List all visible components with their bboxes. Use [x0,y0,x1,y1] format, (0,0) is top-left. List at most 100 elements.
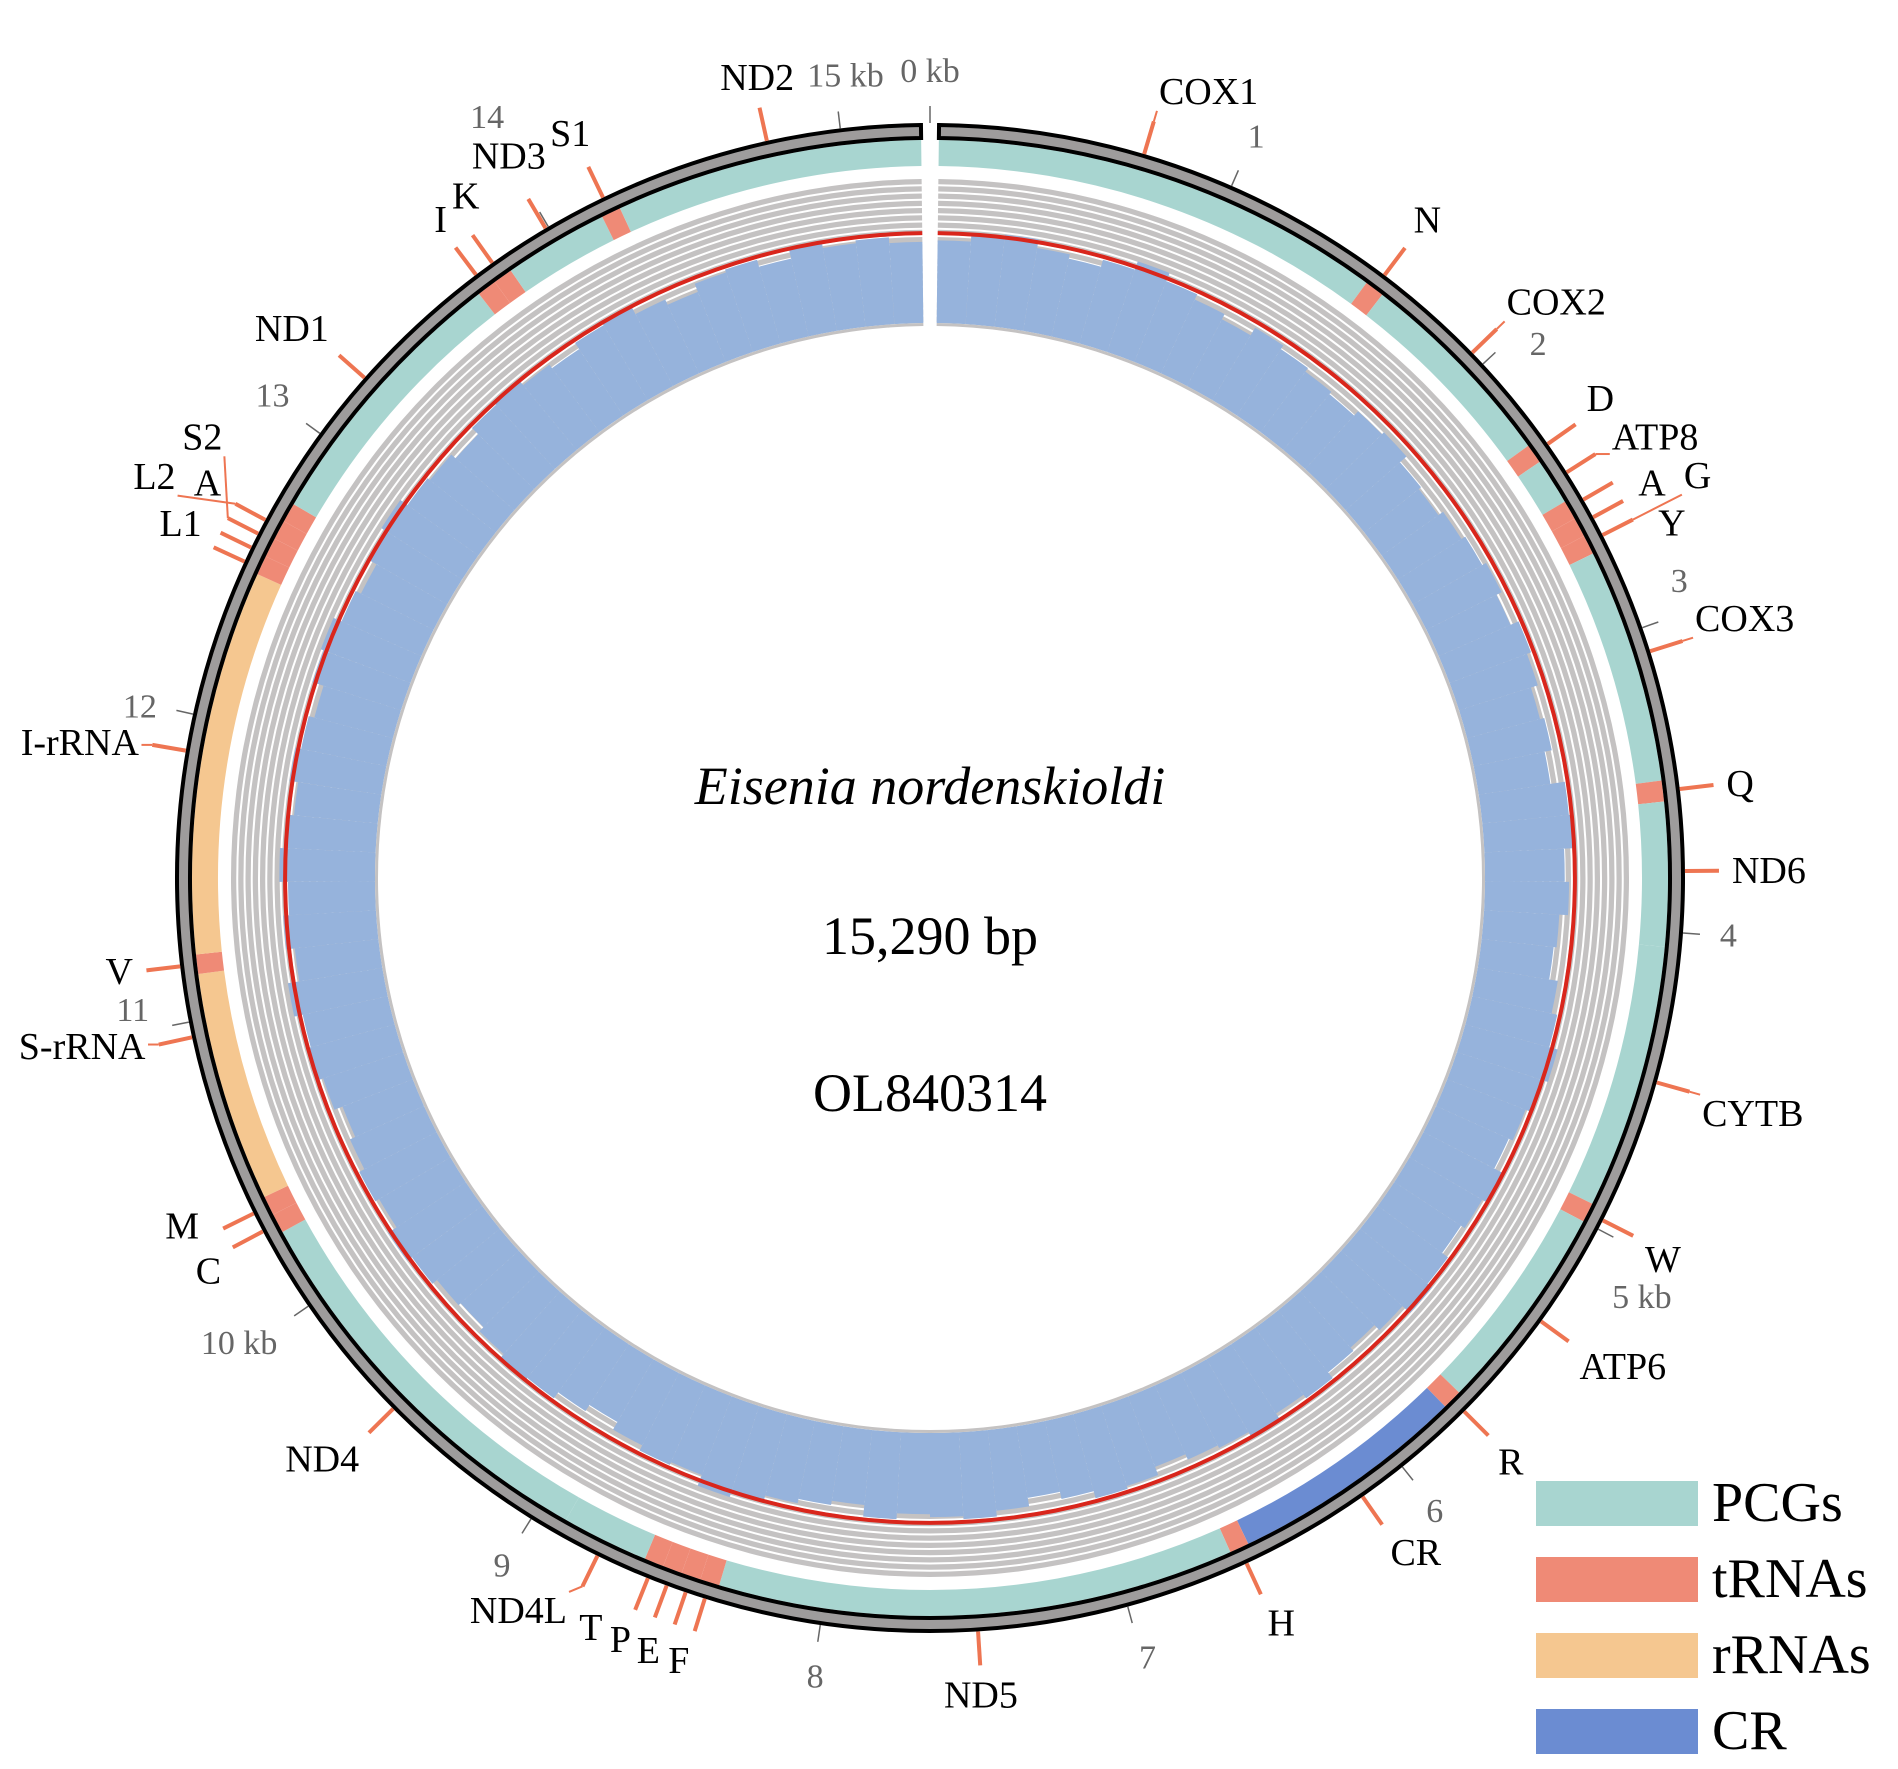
scale-tick-label: 12 [123,688,157,725]
gene-label-d-tick [1548,424,1576,444]
gene-label-q: Q [1726,763,1753,805]
legend-label: PCGs [1712,1475,1843,1531]
scale-tick [1683,933,1700,934]
gene-label-atp8-tick [1567,454,1596,472]
gene-label-cytb-leader [1690,1092,1701,1095]
gene-label-l1: L1 [159,503,201,545]
gene-label-f-tick [695,1599,705,1631]
gene-label-nd6: ND6 [1732,850,1806,892]
legend-item-cr: CR [1536,1693,1871,1769]
gene-label-w: W [1645,1239,1681,1281]
gene-label-cr-tick [1363,1497,1382,1525]
gene-label-f: F [668,1640,689,1682]
gc-bar [897,1432,930,1514]
gene-label-s2: S2 [182,417,222,459]
scale-tick [294,1306,308,1316]
gene-label-k: K [452,175,480,217]
gene-label-t: T [579,1607,602,1649]
gene-label-i: I [434,199,447,241]
gc-bar [937,240,971,324]
scale-tick [1128,1607,1132,1623]
gene-label-nd1: ND1 [255,308,329,350]
gene-label-nd3: ND3 [472,135,546,177]
gene-label-nd5-tick [978,1631,980,1665]
gene-label-q-tick [1680,785,1714,789]
gene-label-nd3-tick [528,199,545,228]
scale-tick [838,111,840,128]
scale-tick [818,1625,820,1642]
legend-swatch-cr [1536,1709,1698,1754]
gene-label-e: E [637,1630,660,1672]
gc-grid-ring [253,201,1608,1555]
gene-block-nd6 [1638,802,1668,947]
scale-tick-label: 5 kb [1612,1279,1672,1316]
gene-label-m-tick [223,1213,253,1228]
gc-bar [889,242,923,324]
gene-label-cox1: COX1 [1159,71,1258,113]
gene-label-nd2: ND2 [720,57,794,99]
gene-label-cox2: COX2 [1507,282,1606,324]
legend-label: tRNAs [1712,1551,1868,1607]
scale-tick-label: 1 [1248,119,1265,156]
scale-tick-label: 3 [1671,563,1688,600]
gc-bar [1484,849,1564,882]
gene-label-nd4l: ND4L [470,1590,567,1632]
genome-length: 15,290 bp [822,905,1038,967]
gene-label-cox3-leader [1683,638,1693,641]
gene-label-l1-tick [214,547,245,561]
gene-label-n: N [1414,199,1441,241]
gene-label-p-tick [655,1586,667,1618]
gene-label-cytb-tick [1657,1083,1690,1092]
gene-label-l2: L2 [133,456,175,498]
gene-label-atp6: ATP6 [1580,1346,1667,1388]
gene-label-nd4: ND4 [285,1439,359,1481]
gene-label-h: H [1267,1602,1294,1644]
gene-label-nd5: ND5 [944,1675,1018,1717]
gene-label-y-tick [1593,501,1623,517]
gene-label-nd1-tick [339,355,364,378]
legend-label: CR [1712,1703,1787,1759]
scale-tick-label: 11 [116,992,149,1029]
gene-block-v [196,952,224,974]
gene-label-cox3: COX3 [1695,598,1794,640]
gene-label-s-rrna-tick [159,1037,192,1044]
gene-label-g-tick [1603,520,1633,535]
legend-swatch-rrnas [1536,1633,1698,1678]
gc-bar [279,848,375,882]
gene-block-q [1636,780,1664,804]
gc-grid-ring [231,179,1629,1577]
gene-label-p: P [610,1619,631,1661]
gene-label-cytb: CYTB [1702,1093,1803,1135]
gene-label-r-tick [1464,1411,1488,1435]
gene-label-r: R [1498,1441,1524,1483]
scale-tick [306,423,320,433]
scale-tick [1483,352,1495,364]
scale-tick [1402,1467,1413,1480]
scale-tick [172,1022,189,1025]
gene-label-nd4l-leader [569,1586,582,1592]
scale-tick [1642,622,1658,628]
scale-tick-label: 0 kb [900,53,960,90]
gene-label-nd4l-tick [582,1556,597,1587]
gc-bar [1484,881,1569,915]
gene-label-s2-leader [224,456,227,518]
gene-label-y: Y [1658,502,1685,544]
gene-label-c: C [196,1251,221,1293]
gene-label-k-tick [473,235,493,263]
gene-label-i-tick [456,248,476,275]
gene-label-t-tick [635,1578,648,1610]
scale-tick [1598,1229,1613,1237]
gene-label-cox1-leader [1154,111,1157,122]
legend-item-trnas: tRNAs [1536,1541,1871,1617]
gene-label-nd2-tick [760,108,767,141]
gene-label-n-tick [1385,248,1405,275]
gene-label-l2-tick [235,504,265,520]
gene-ring [192,140,1668,1616]
scale-tick-label: 13 [256,378,290,415]
legend: PCGs tRNAs rRNAs CR [1536,1465,1871,1769]
gene-label-v: V [105,951,133,993]
gene-label-v-tick [146,966,180,970]
scale-tick-label: 8 [807,1658,824,1695]
legend-item-pcgs: PCGs [1536,1465,1871,1541]
scale-tick-label: 10 kb [201,1325,277,1362]
